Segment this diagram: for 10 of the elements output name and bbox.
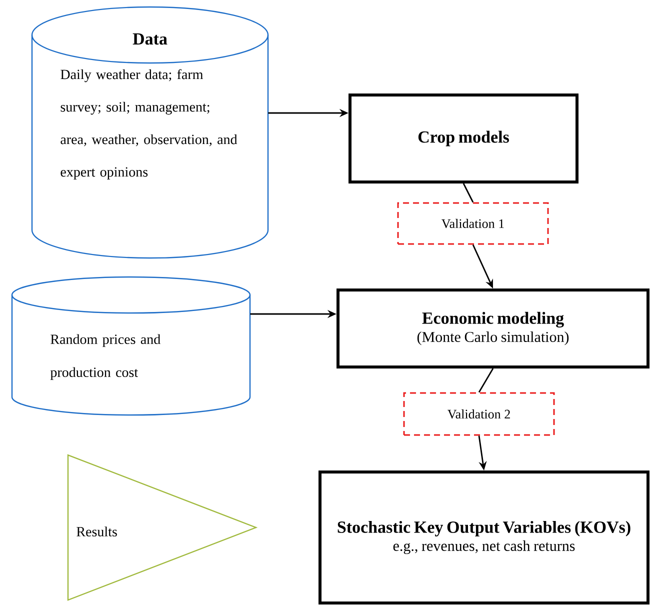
validation-box: Validation 1	[397, 202, 549, 245]
database-cylinder: Random prices and production cost	[11, 276, 251, 416]
results-triangle: Results	[67, 454, 258, 601]
database-cylinder: Data Daily weather data; farm survey; soil; management; area, weather, observation, and expert opinions	[31, 6, 269, 259]
node-label: Daily weather data; farm survey; soil; management; area, weather, observation, and expert opinions	[60, 69, 238, 180]
node-label: Random prices and production cost	[50, 334, 160, 380]
process-box: Crop models	[348, 94, 578, 184]
validation-box: Validation 2	[403, 392, 555, 436]
process-box: Stochastic Key Output Variables (KOVs) e.g., revenues, net cash returns	[318, 470, 650, 604]
process-box: Economic modeling (Monte Carlo simulation)	[336, 288, 650, 368]
